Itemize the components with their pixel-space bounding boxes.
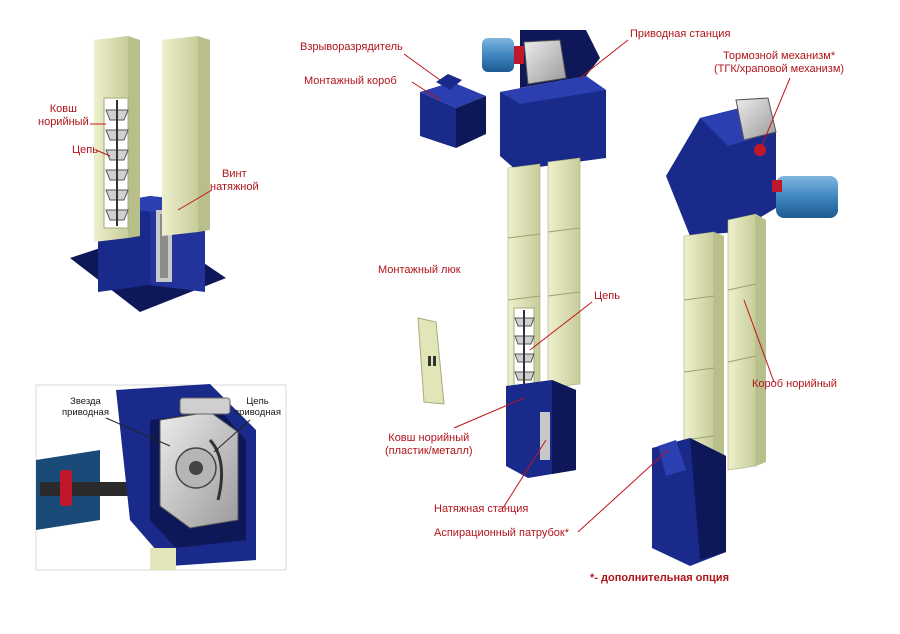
label-tension-station: Натяжная станция xyxy=(434,503,529,515)
label-elevator-casing: Короб норийный xyxy=(752,378,837,390)
footnote: *- дополнительная опция xyxy=(590,572,729,584)
drive-chain xyxy=(208,438,224,501)
label-drive-sprocket: Звезда приводная xyxy=(62,396,109,418)
casing-side-right xyxy=(727,213,757,471)
motor-center xyxy=(482,38,514,72)
brake-unit xyxy=(735,97,777,141)
label-aspiration: Аспирационный патрубок* xyxy=(434,527,569,539)
coupling-center xyxy=(514,46,524,64)
drive-closeup-illustration xyxy=(35,384,287,571)
elevator-front-illustration xyxy=(482,30,606,478)
label-drive-station: Приводная станция xyxy=(630,28,731,40)
label-bucket-center: Ковш норийный (пластик/металл) xyxy=(385,432,473,457)
drive-unit-center xyxy=(523,39,567,85)
explosion-vent-cap xyxy=(436,74,462,90)
label-brake: Тормозной механизм* (ТГК/храповой механи… xyxy=(714,50,845,75)
label-tension-screw: Винт натяжной xyxy=(210,168,259,193)
label-explosion-vent: Взрыворазрядитель xyxy=(300,41,403,53)
label-bucket-left: Ковш норийный xyxy=(38,103,89,128)
tension-section-illustration xyxy=(70,36,226,312)
motor-right xyxy=(776,176,838,218)
leader-lines xyxy=(90,39,791,533)
aspiration-nozzle xyxy=(658,440,686,476)
label-mounting-hatch: Монтажный люк xyxy=(378,264,461,276)
casing-front-right xyxy=(547,157,581,389)
buckets-left xyxy=(105,109,129,221)
label-chain-left: Цепь xyxy=(72,144,98,156)
top-roller xyxy=(179,397,231,415)
casing-right-leg xyxy=(162,36,198,236)
mounting-box-illustration xyxy=(420,74,486,148)
elevator-side-illustration xyxy=(652,97,838,566)
mounting-hatch-illustration xyxy=(417,317,445,405)
label-drive-chain: Цепь приводная xyxy=(234,396,281,418)
coupling-left xyxy=(60,470,72,506)
label-mounting-box: Монтажный короб xyxy=(304,75,397,87)
label-chain-center: Цепь xyxy=(594,290,620,302)
